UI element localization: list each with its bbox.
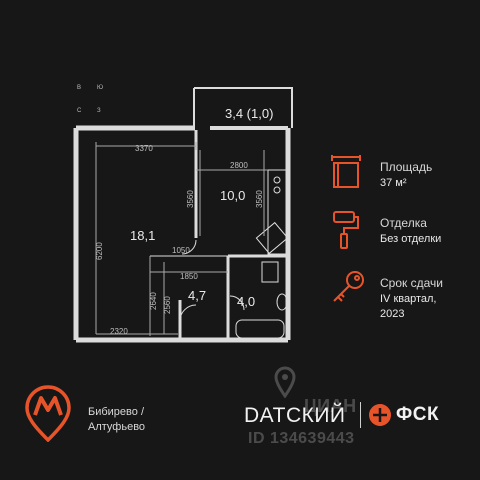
- fsk-logo-text: ФСК: [396, 404, 440, 425]
- room-living-area: 18,1: [130, 228, 155, 243]
- due-value-line2: 2023: [380, 308, 405, 320]
- room-bath-area: 4,0: [237, 294, 255, 309]
- room-balcony-area: 3,4 (1,0): [225, 106, 273, 121]
- toilet: [276, 293, 288, 311]
- brand-logo: DATСКИЙ: [244, 404, 346, 427]
- watermark-pin-icon: [274, 366, 296, 398]
- stove-burner-1: [273, 176, 281, 184]
- compass-west: З: [97, 108, 101, 114]
- room-kitchen-area: 10,0: [220, 188, 245, 203]
- dim-6200: 6200: [95, 242, 104, 260]
- bathtub: [235, 319, 285, 339]
- compass-east: Ю: [97, 85, 104, 91]
- watermark-id: ID 134639443: [248, 430, 355, 447]
- kitchen-counter: [267, 169, 287, 255]
- kitchen-sink: [255, 221, 289, 255]
- dim-1850: 1850: [180, 272, 198, 281]
- dim-3370: 3370: [135, 144, 153, 153]
- watermark-site: ЦИАН: [304, 396, 357, 416]
- finish-label: Отделка: [380, 216, 427, 230]
- dim-2320: 2320: [110, 327, 128, 336]
- stove-burner-2: [273, 186, 281, 194]
- balcony-outline: [193, 87, 293, 128]
- paint-roller-icon: [333, 211, 359, 249]
- area-label: Площадь: [380, 160, 433, 174]
- outer-wall-top-left: [73, 125, 195, 180]
- metro-logo-icon: [25, 385, 71, 442]
- dim-1050: 1050: [172, 246, 190, 255]
- due-label: Срок сдачи: [380, 276, 443, 290]
- due-value-line1: IV квартал,: [380, 293, 437, 305]
- dim-2640: 2640: [149, 292, 158, 310]
- door-arc-1: [181, 239, 197, 255]
- dim-3560a: 3560: [186, 190, 195, 208]
- dim-2800: 2800: [230, 161, 248, 170]
- area-icon: [331, 155, 361, 188]
- metro-station-line1: Бибирево /: [88, 406, 144, 418]
- brand-divider: [360, 402, 361, 428]
- room-hall-area: 4,7: [188, 288, 206, 303]
- compass-south: С: [77, 108, 82, 114]
- metro-station-line2: Алтуфьево: [88, 421, 146, 433]
- dim-2560: 2560: [163, 296, 172, 314]
- door-arc-3: [229, 295, 245, 311]
- finish-value: Без отделки: [380, 233, 442, 245]
- washbasin: [261, 261, 279, 283]
- area-value: 37 м²: [380, 177, 407, 189]
- door-arc-2: [179, 304, 197, 322]
- key-icon: [333, 271, 364, 302]
- dim-3560b: 3560: [255, 190, 264, 208]
- fsk-logo-icon: [369, 404, 391, 426]
- compass-north: В: [77, 85, 82, 91]
- outer-wall-left-bottom: [73, 128, 288, 343]
